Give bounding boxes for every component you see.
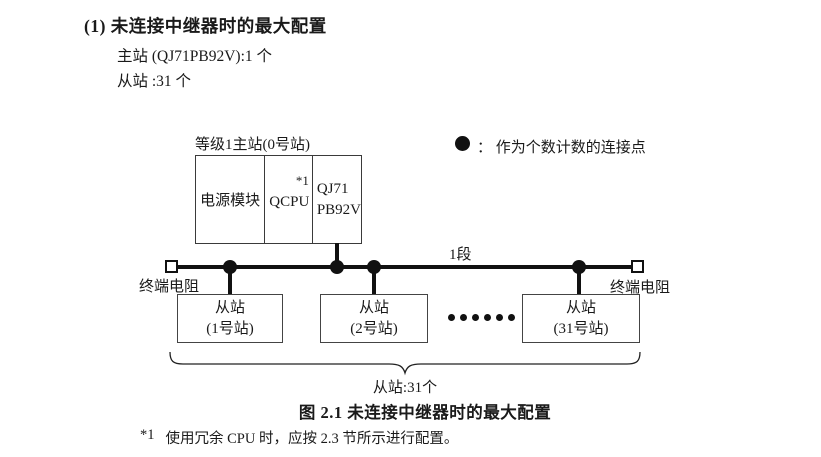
slave31-drop-line: [577, 267, 581, 295]
slave1-label-line2: (1号站): [206, 320, 254, 337]
figure-caption: 图 2.1 未连接中继器时的最大配置: [298, 403, 552, 422]
footnote-marker: *1: [140, 427, 155, 443]
cpu-label: QCPU: [269, 194, 310, 210]
connection-dot-slave1: [223, 260, 237, 274]
power-module-label: 电源模块: [200, 193, 261, 209]
terminating-resistor-left-label: 终端电阻: [139, 279, 200, 295]
ellipsis-dots-icon: [448, 314, 515, 321]
pb-module-label-line2: PB92V: [316, 201, 361, 218]
bus-line: [177, 265, 633, 269]
cpu-cell: *1 QCPU: [265, 156, 313, 243]
slave31-label-line1: 从站: [565, 299, 596, 316]
cpu-footnote-ref: *1: [295, 173, 309, 188]
footnote-text: 使用冗余 CPU 时，应按 2.3 节所示进行配置。: [165, 431, 459, 447]
terminating-resistor-right-label: 终端电阻: [610, 280, 671, 296]
slave1-label-line1: 从站: [214, 299, 245, 316]
connection-dot-master: [330, 260, 344, 274]
connection-dot-slave31: [572, 260, 586, 274]
brace-label: 从站:31个: [372, 380, 438, 396]
legend-text: ： 作为个数计数的连接点: [477, 140, 646, 156]
section-title: (1) 未连接中继器时的最大配置: [84, 16, 327, 36]
terminating-resistor-right-icon: [631, 260, 644, 273]
slave-station-31-box: 从站 (31号站): [522, 294, 640, 343]
slave2-label-line1: 从站: [358, 299, 389, 316]
slave1-drop-line: [228, 267, 232, 295]
connection-dot-slave2: [367, 260, 381, 274]
slave2-drop-line: [372, 267, 376, 295]
pb-module-cell: QJ71 PB92V: [313, 156, 361, 243]
terminating-resistor-left-icon: [165, 260, 178, 273]
brace: [169, 351, 641, 376]
slave31-label-line2: (31号站): [553, 320, 609, 337]
master-count-line: 主站 (QJ71PB92V):1 个: [117, 48, 273, 65]
master-station-box: 电源模块 *1 QCPU QJ71 PB92V: [195, 155, 362, 244]
master-drop-line: [335, 243, 339, 267]
power-module-cell: 电源模块: [196, 156, 266, 243]
legend-connection-point-icon: [455, 136, 470, 151]
segment-label: 1段: [449, 247, 472, 263]
pb-module-label-line1: QJ71: [316, 181, 349, 198]
slave-station-2-box: 从站 (2号站): [320, 294, 428, 343]
footnote: *1 使用冗余 CPU 时，应按 2.3 节所示进行配置。: [140, 427, 458, 448]
slave-station-1-box: 从站 (1号站): [177, 294, 283, 343]
master-station-label: 等级1主站(0号站): [195, 137, 310, 153]
slave2-label-line2: (2号站): [350, 320, 398, 337]
slave-count-line: 从站 :31 个: [117, 73, 192, 90]
